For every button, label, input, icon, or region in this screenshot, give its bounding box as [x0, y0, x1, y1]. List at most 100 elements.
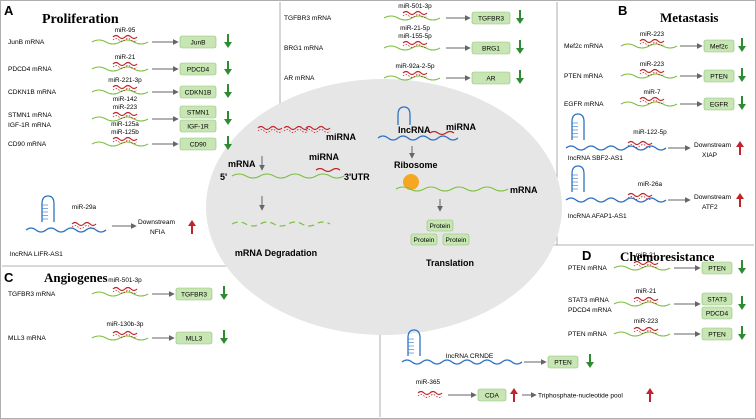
down-arrow-icon: [738, 334, 746, 340]
mirna-icon-strand: [112, 115, 138, 119]
product-label: JunB: [190, 39, 206, 46]
mrna-strand: [613, 265, 671, 271]
free-mirnas: [257, 125, 331, 133]
lncrna-label: lncRNA LIFR-AS1: [10, 251, 63, 258]
mirna-label: miR-142: [113, 96, 138, 103]
downstream-label: Downstream: [138, 219, 176, 226]
mirna-icon-strand: [633, 264, 659, 268]
target-label: AR mRNA: [284, 75, 315, 82]
down-arrow-shaft: [227, 61, 229, 70]
mirna-icon: [402, 10, 428, 16]
lncrna-strand: [377, 135, 459, 141]
mirna-icon: [257, 125, 283, 131]
down-arrow-shaft: [741, 68, 743, 77]
mirna-icon-strand: [639, 42, 665, 46]
mirna-icon-strand: [639, 72, 665, 76]
mirna-label-2: miR-125b: [111, 129, 139, 136]
downstream-target: NFIA: [150, 229, 166, 236]
mirna-icon: [639, 96, 665, 102]
mirna-icon-strand: [402, 44, 428, 48]
mirna-icon: [402, 40, 428, 46]
panel-d-title: Chemoresistance: [620, 249, 715, 264]
lncrna-hairpin: [397, 106, 411, 125]
protein-label: Protein: [430, 223, 451, 230]
up-arrow-shaft: [739, 198, 741, 207]
lncrna-label: lncRNA: [398, 125, 431, 135]
panel-c-letter: C: [4, 270, 14, 285]
mirna-icon-strand: [633, 330, 659, 334]
down-arrow-icon: [224, 119, 232, 125]
down-arrow-icon: [516, 78, 524, 84]
mirna-icon: [112, 136, 138, 142]
product-box: [179, 35, 217, 49]
down-arrow-shaft: [227, 136, 229, 145]
mirna-icon: [639, 38, 665, 44]
downstream-target: ATF2: [702, 204, 718, 211]
lncrna-hairpin-icon: [571, 113, 585, 140]
mirna-icon: [417, 390, 443, 396]
mrna-strand: [383, 75, 441, 81]
product-box: [703, 69, 735, 83]
down-arrow-icon: [224, 92, 232, 98]
mirna-label-2: miR-223: [113, 104, 138, 111]
mrna-strand: [91, 335, 149, 341]
mirna-icon-strand: [417, 394, 443, 398]
product-label: STAT3: [707, 296, 727, 303]
mirna-label: miR-21: [115, 54, 136, 61]
down-arrow-shaft: [519, 10, 521, 19]
mirna-icon-strand: [112, 290, 138, 294]
down-arrow-icon: [516, 48, 524, 54]
mirna-label: miR-7: [643, 89, 660, 96]
lncrna-translation-pathway: lncRNA miRNA Ribosome mRNA ProteinProtei…: [377, 106, 538, 268]
protein-label: Protein: [414, 237, 435, 244]
down-arrow-icon: [516, 18, 524, 24]
sponge-mirna-label: miRNA: [446, 122, 477, 132]
product-label: TGFBR3: [478, 15, 504, 22]
mrna-strand: [91, 116, 149, 122]
down-arrow-icon: [224, 42, 232, 48]
lncrna-strand: [565, 197, 667, 203]
product-label: STMN1: [187, 109, 210, 116]
product-box: [547, 355, 579, 369]
target-label: CD90 mRNA: [8, 141, 47, 148]
mirna-icon-strand: [112, 88, 138, 92]
mirna-icon: [112, 34, 138, 40]
up-arrow-shaft: [739, 146, 741, 155]
panel-a-title: Proliferation: [42, 12, 119, 27]
lncrna-label: lncRNA CRNDE: [446, 353, 494, 360]
target-label-2: IGF-1R mRNA: [8, 122, 51, 129]
outcome-label: Triphosphate-nucleotide pool: [538, 393, 623, 400]
mirna-icon-strand: [71, 225, 97, 229]
product-box: [179, 119, 217, 133]
product-label: MLL3: [186, 335, 203, 342]
ribosome-label: Ribosome: [394, 160, 438, 170]
mirna-label: miR-21-5p: [400, 25, 430, 32]
down-arrow-icon: [220, 294, 228, 300]
five-prime-label: 5': [220, 172, 227, 182]
mrna-strand: [91, 39, 149, 45]
product-label: CD90: [190, 141, 207, 148]
right-mrna-label: mRNA: [510, 185, 538, 195]
down-arrow-icon: [738, 304, 746, 310]
panel-b-letter: B: [618, 3, 627, 18]
mirna-icon-strand: [627, 196, 653, 200]
mirna-icon: [112, 330, 138, 336]
mirna-label: miR-29a: [72, 204, 97, 211]
bound-mirna-label: miRNA: [309, 152, 340, 162]
product-box: [701, 327, 733, 341]
mirna-icon-strand: [257, 129, 283, 133]
target-label: BRG1 mRNA: [284, 45, 324, 52]
mirna-icon: [112, 286, 138, 292]
central-mechanism-ellipse: [206, 79, 562, 335]
mirna-label: miR-223: [634, 318, 659, 325]
